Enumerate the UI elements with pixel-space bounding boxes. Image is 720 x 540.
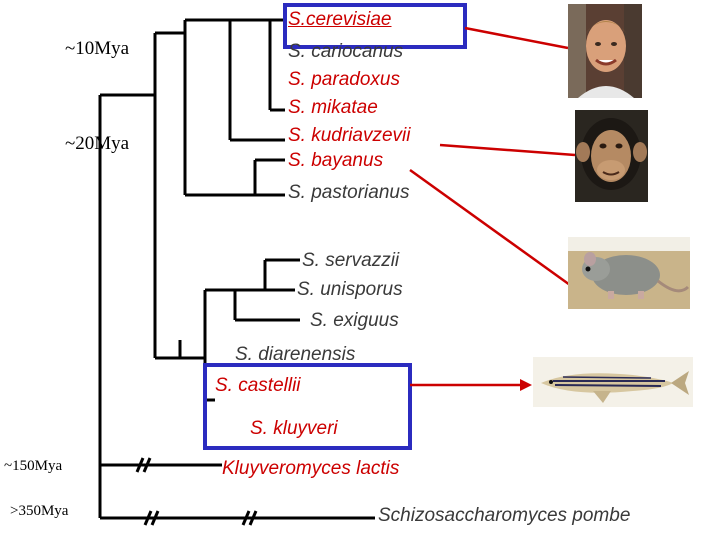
highlight-box-castellii-kluyveri [203,363,412,450]
mouse-photo [568,237,690,309]
zebrafish-photo [533,357,693,407]
time-marker-20mya: ~20Mya [65,133,130,154]
species-label-kluyveri: S. kluyveri [250,418,338,439]
tree-branches [98,18,375,520]
species-label-bayanus: S. bayanus [288,150,384,171]
species-label-diarenensis: S. diarenensis [235,344,356,365]
species-label-unisporus: S. unisporus [297,279,403,300]
time-marker-150mya: ~150Mya [4,458,63,474]
time-marker-10mya: ~10Mya [65,38,130,59]
species-label-mikatae: S. mikatae [288,97,378,118]
species-label-paradoxus: S. paradoxus [288,69,400,90]
species-label-pastorianus: S. pastorianus [288,182,410,203]
human-photo [568,4,642,98]
species-label-kudriavzevii: S. kudriavzevii [288,125,411,146]
species-label-cerevisiae: S.cerevisiae [288,9,392,30]
species-label-exiguus: S. exiguus [310,310,399,331]
connector-lines [409,26,576,287]
chimpanzee-photo [575,110,648,202]
species-label-kluyveromyces-lactis: Kluyveromyces lactis [222,458,400,479]
species-label-schizosaccharomyces-pombe: Schizosaccharomyces pombe [378,505,631,526]
branch-break-marks [135,457,258,526]
arrow-to-zebrafish [410,379,532,391]
species-label-cariocanus: S. cariocanus [288,41,404,62]
highlight-box-cerevisiae [283,3,467,49]
species-label-servazzii: S. servazzii [302,250,400,271]
time-marker-350mya: >350Mya [10,503,69,519]
species-label-castellii: S. castellii [215,375,301,396]
